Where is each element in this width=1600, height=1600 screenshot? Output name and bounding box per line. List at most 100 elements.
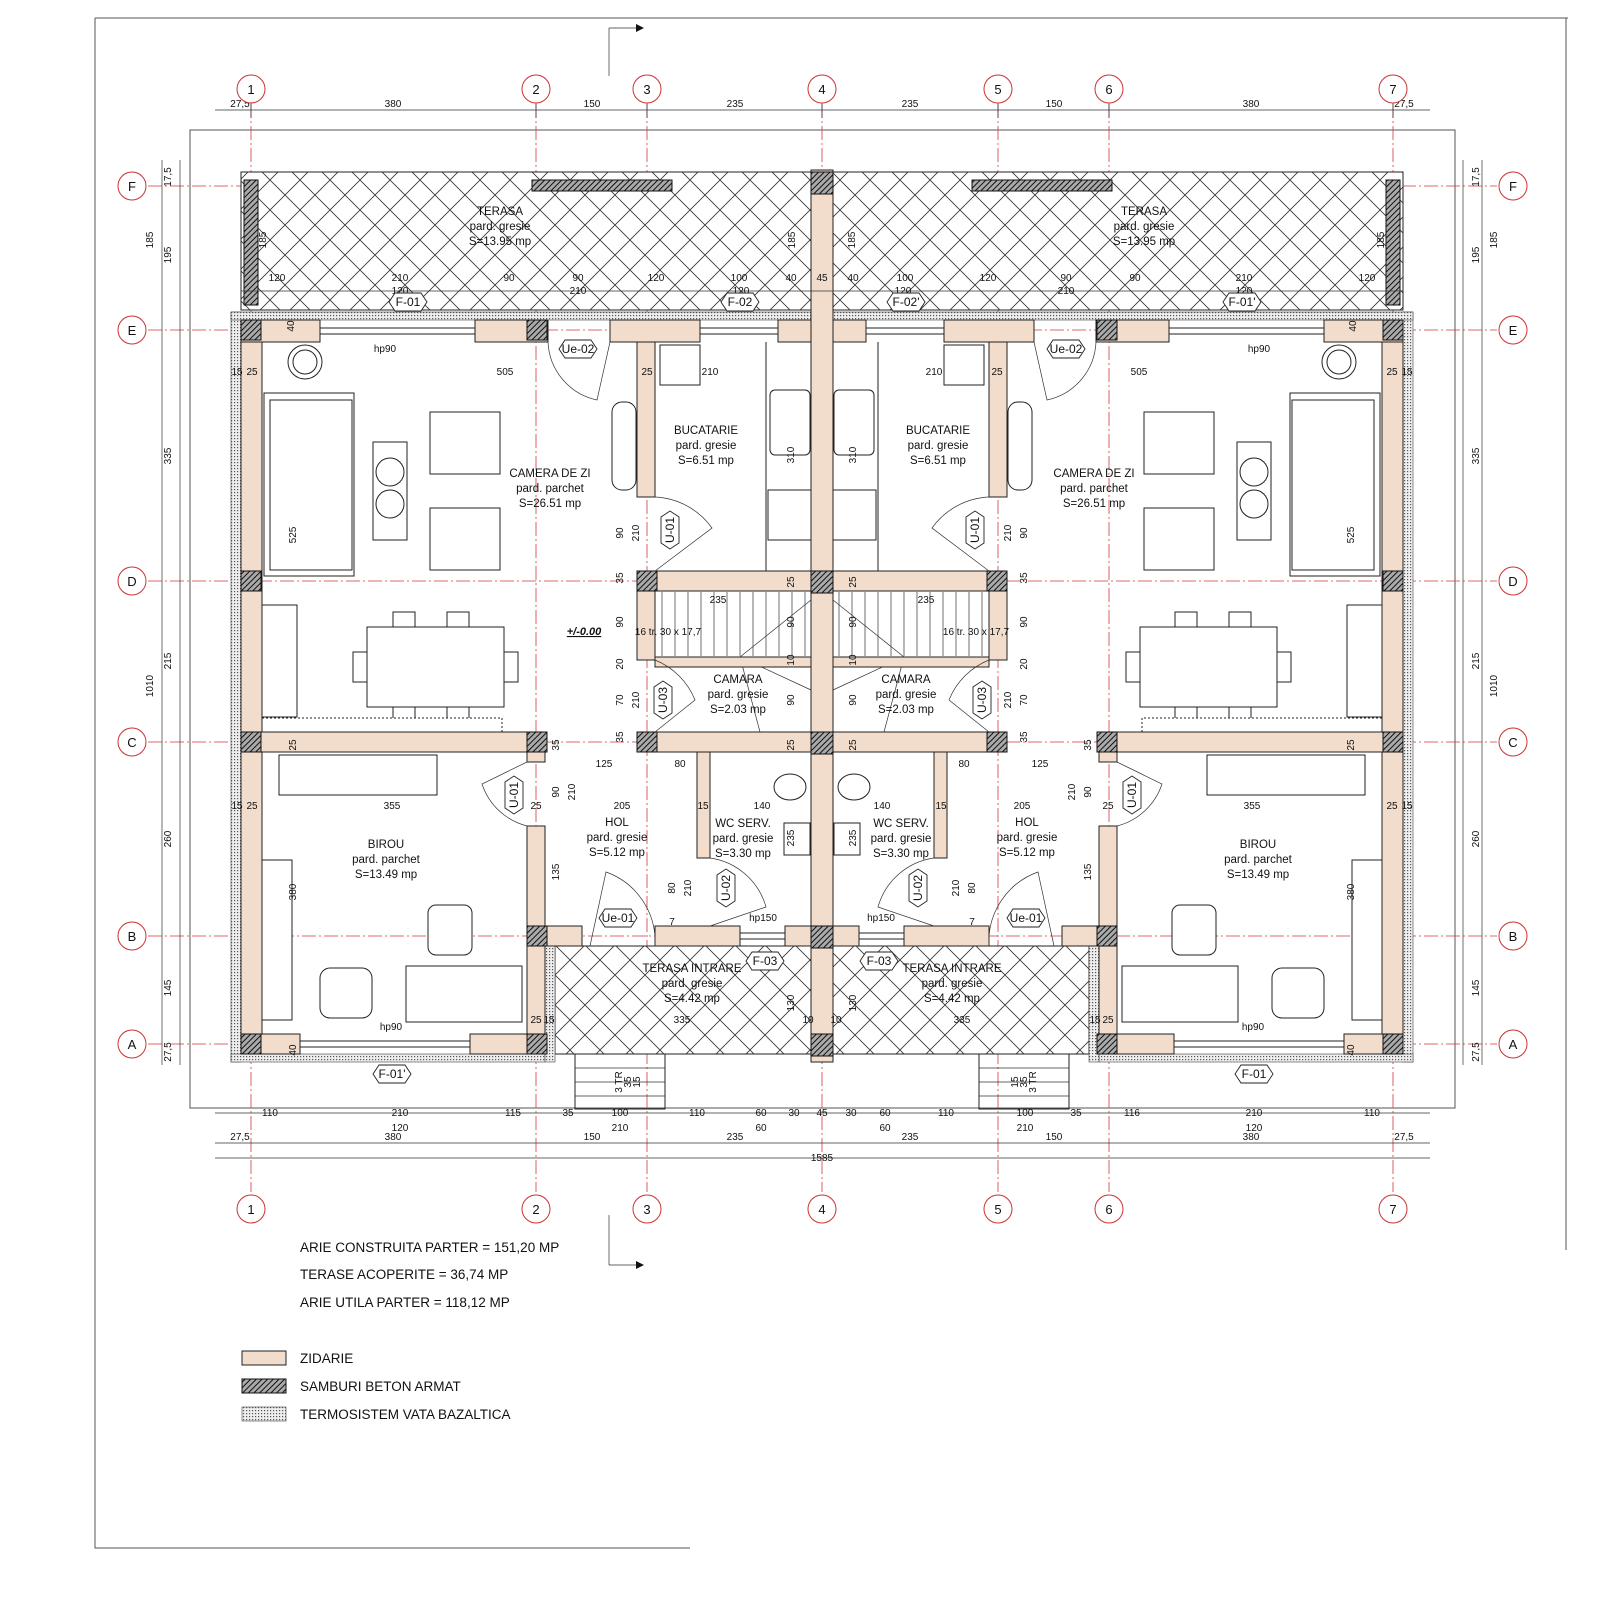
dimension-label: 17,5 (163, 167, 174, 187)
concrete-column (986, 731, 1008, 753)
dimension-label: 80 (967, 882, 978, 894)
room-floor-finish: pard. gresie (713, 833, 774, 845)
dimension-label: 90 (848, 694, 859, 706)
dining-table (366, 626, 505, 708)
armchair (1143, 507, 1215, 571)
sheet-frame (94, 17, 1568, 1549)
room-name: HOL (605, 817, 629, 829)
room-floor-finish: pard. parchet (1060, 483, 1129, 495)
legend: ZIDARIE SAMBURI BETON ARMAT TERMOSISTEM … (241, 1350, 511, 1422)
dimension-label: 355 (384, 801, 401, 812)
dimension-label: 35 (1083, 739, 1094, 751)
door-window-tag (972, 680, 992, 720)
stair-winder (739, 599, 812, 658)
dimension-label: 235 (727, 99, 744, 110)
door-swing (547, 341, 611, 401)
dimension-label: 120 (392, 1123, 409, 1134)
office-chair (427, 904, 473, 956)
door-window-tag-label: Ue-02 (1050, 342, 1083, 356)
dimension-label: 100 (612, 1108, 629, 1119)
dimension-label: 210 (1003, 524, 1014, 541)
dimension-label: 27,5 (1394, 1132, 1414, 1143)
door-window-tag-label: F-01 (1242, 1067, 1267, 1081)
dimension-label: 120 (1359, 273, 1376, 284)
legend-swatch-zidarie (241, 1350, 287, 1366)
dimension-label: 16 tr. 30 x 17,7 (943, 627, 1010, 638)
dimension-label: 40 (1346, 1044, 1357, 1056)
dimension-label: 25 (530, 1015, 542, 1026)
masonry-wall (832, 319, 867, 343)
room-area: S=6.51 mp (678, 455, 734, 467)
masonry-wall (777, 319, 812, 343)
room-floor-finish: pard. gresie (708, 689, 769, 701)
dimension-label: 235 (710, 595, 727, 606)
door-swing (988, 871, 1055, 947)
dimension-label: 90 (1129, 273, 1141, 284)
door-swing (877, 857, 935, 927)
dimension-lines (161, 109, 1483, 1159)
stair-winder (739, 656, 761, 733)
door-window-tag (660, 510, 680, 550)
dimension-label: 30 (845, 1108, 857, 1119)
room-area: S=3.30 mp (715, 848, 771, 860)
dimension-label: 310 (848, 446, 859, 463)
dimension-label: 7 (969, 917, 975, 928)
dimension-label: 185 (1489, 231, 1500, 248)
sofa-cushions (1291, 399, 1375, 571)
toilet (837, 773, 871, 801)
door-window-tag-label: Ue-01 (1010, 911, 1043, 925)
dimension-label: 195 (1471, 246, 1482, 263)
door-window-tag (720, 292, 760, 312)
dimension-label: 525 (288, 526, 299, 543)
concrete-column (240, 319, 262, 341)
dimension-label: 10 (848, 654, 859, 666)
legend-swatch-termosistem (241, 1406, 287, 1422)
insulation (230, 311, 812, 321)
masonry-wall (1381, 341, 1404, 1035)
masonry-wall (654, 925, 741, 947)
concrete-column (1382, 731, 1404, 753)
dimension-label: 25 (786, 576, 797, 588)
desk (1121, 965, 1239, 1023)
entry-steps-note: 15 (632, 1076, 643, 1088)
axis-bubble (521, 1194, 551, 1224)
door-window-tag-label: F-02' (893, 295, 920, 309)
door-window-tag-label: U-03 (656, 687, 670, 713)
concrete-column (526, 1033, 548, 1055)
concrete-column (1096, 925, 1118, 947)
tv-unit (1007, 401, 1033, 491)
dimension-label: 35 (1070, 1108, 1082, 1119)
dimension-label: 150 (1046, 99, 1063, 110)
dimension-label: hp90 (374, 344, 397, 355)
room-floor-finish: pard. gresie (908, 440, 969, 452)
insulation (230, 1053, 546, 1063)
masonry-wall (1098, 731, 1404, 753)
dimension-label: 35 (615, 572, 626, 584)
dimension-label: 80 (674, 759, 686, 770)
door-window-tag-label: F-01' (379, 1067, 406, 1081)
room-area: S=5.12 mp (999, 847, 1055, 859)
door-window-tag (886, 292, 926, 312)
masonry-wall (240, 341, 263, 1035)
axis-label-row: C (127, 735, 136, 750)
room-floor-finish: pard. gresie (662, 978, 723, 990)
room-area: S=4.42 mp (664, 993, 720, 1005)
window (319, 327, 476, 335)
sofa-cushions (269, 399, 353, 571)
kitchen-sink (769, 389, 811, 456)
dimension-label: 120 (980, 273, 997, 284)
masonry-wall (240, 731, 546, 753)
dimension-label: 205 (1014, 801, 1031, 812)
dining-chair (1174, 611, 1198, 628)
dimension-label: 90 (615, 527, 626, 539)
axis-bubble (983, 1194, 1013, 1224)
dimension-label: 90 (615, 616, 626, 628)
dimension-label: 25 (991, 367, 1003, 378)
concrete-column (1096, 319, 1118, 341)
dimension-label: 310 (786, 446, 797, 463)
axis-bubble (632, 1194, 662, 1224)
desk (405, 965, 523, 1023)
dimension-label: 90 (786, 616, 797, 628)
dimension-label: 195 (163, 246, 174, 263)
